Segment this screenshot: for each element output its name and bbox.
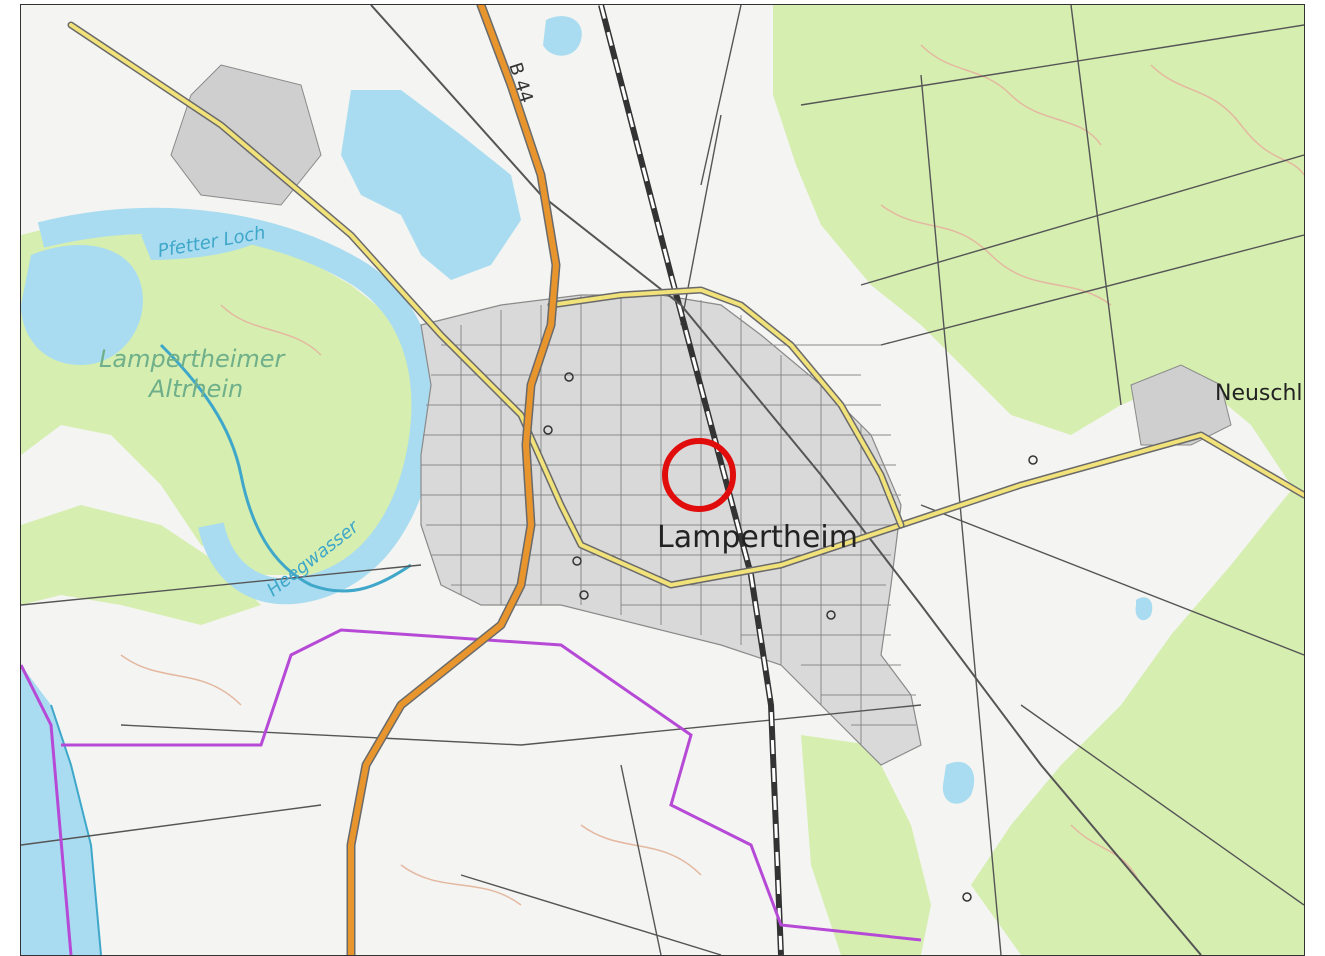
built-up-area	[420, 294, 922, 766]
administrative-boundary	[21, 628, 922, 955]
rhine-river	[21, 665, 101, 955]
forest-area-west-lower	[21, 505, 261, 625]
town-label-east: Neuschl	[1215, 381, 1303, 406]
rhine-river-bank	[50, 704, 102, 955]
pond-east-2	[1135, 597, 1153, 621]
heegwasser-stream	[159, 343, 412, 593]
railway-dash	[599, 5, 783, 955]
location-marker[interactable]	[662, 438, 736, 512]
forest-area-east	[971, 475, 1304, 955]
pond-north	[543, 16, 582, 56]
pfetter-loch-lake	[141, 221, 271, 260]
pond-east	[942, 761, 975, 804]
town-label-main: Lampertheim	[657, 520, 858, 555]
map-frame[interactable]: B 44 Pfetter Loch Lampertheimer Altrhein…	[20, 4, 1305, 956]
secondary-road	[67, 21, 1304, 589]
altrhein-lake	[21, 245, 143, 365]
topographic-map[interactable]: B 44 Pfetter Loch Lampertheimer Altrhein…	[21, 5, 1304, 955]
area-label-line1: Lampertheimer	[99, 345, 287, 373]
forest-area-south	[801, 735, 931, 955]
built-up-neuschloss	[1130, 364, 1232, 446]
contour-lines	[120, 44, 1304, 906]
area-label-line2: Altrhein	[147, 375, 243, 403]
gravel-pit-lakes	[341, 90, 521, 280]
primary-road-b44	[346, 5, 561, 955]
church-symbols	[543, 372, 1038, 902]
